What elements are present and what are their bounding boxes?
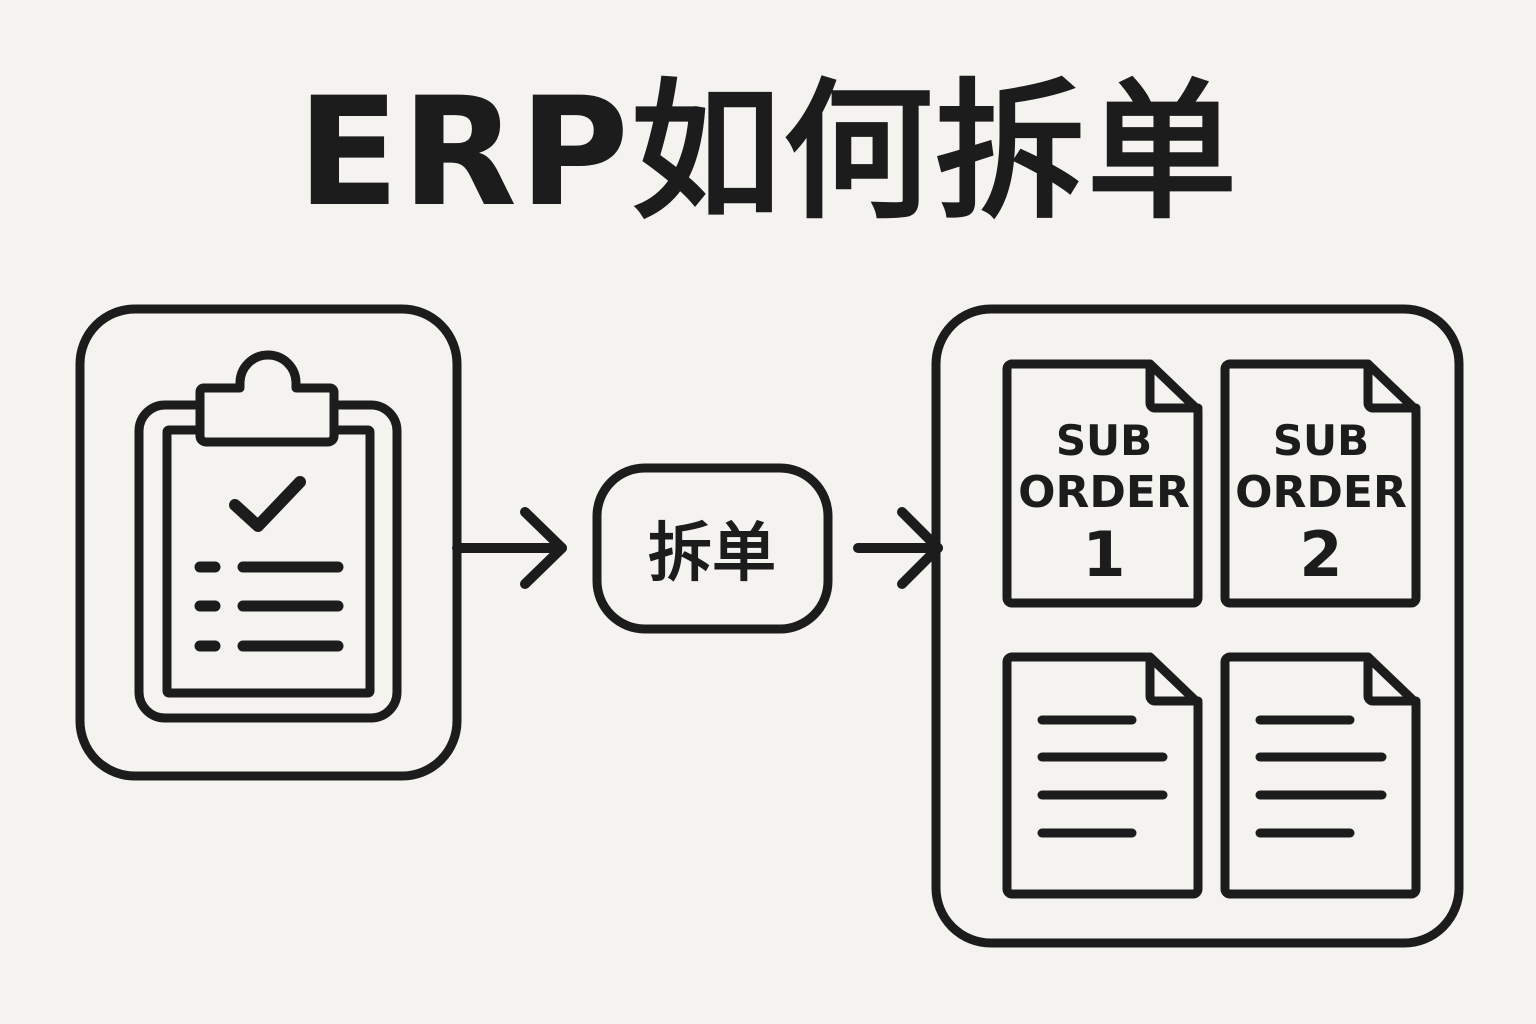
document-lines-icon xyxy=(1002,652,1203,899)
sub-order-document-2: SUB ORDER 2 xyxy=(1220,359,1421,608)
arrow-right-icon xyxy=(853,507,943,589)
sub-order-label: SUB xyxy=(1273,416,1369,465)
document-lines-icon xyxy=(1220,652,1421,899)
sub-order-number: 1 xyxy=(1082,518,1125,591)
sub-order-document-1: SUB ORDER 1 xyxy=(1002,359,1203,608)
sub-order-number: 2 xyxy=(1299,518,1342,591)
sub-orders-frame xyxy=(931,304,1464,948)
sub-orders-node: SUB ORDER 1 SUB ORDER 2 xyxy=(931,304,1464,948)
page-title: ERP如何拆单 xyxy=(297,66,1239,240)
split-process-label: 拆单 xyxy=(648,517,776,591)
sub-order-label: ORDER xyxy=(1235,467,1407,518)
sub-order-label: SUB xyxy=(1056,416,1152,465)
sub-order-label: ORDER xyxy=(1018,467,1190,518)
clipboard-check-icon xyxy=(134,350,402,723)
arrow-right-icon xyxy=(452,507,567,589)
list-lines xyxy=(194,561,344,652)
split-process-node: 拆单 xyxy=(592,463,833,634)
source-order-frame xyxy=(75,304,462,781)
source-order-node xyxy=(75,304,462,781)
checkmark-icon xyxy=(229,476,306,532)
